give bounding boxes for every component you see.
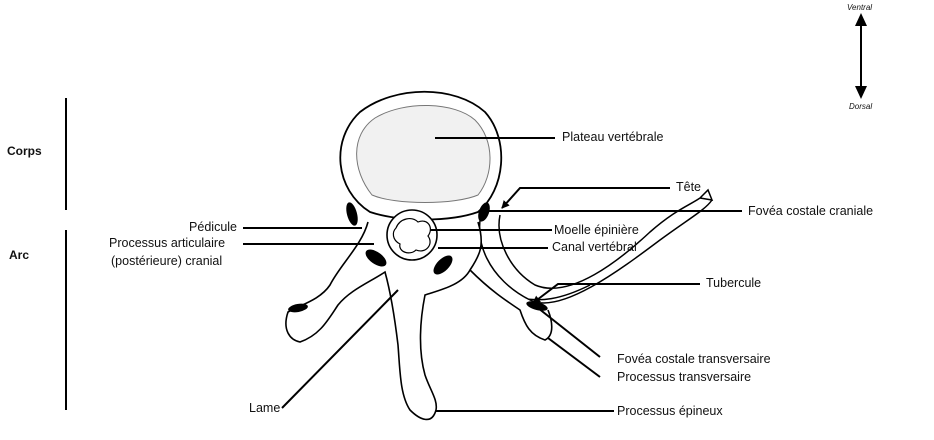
arc-label: Arc <box>9 248 30 262</box>
vertebral-arch <box>285 221 553 421</box>
fovea-transversaire-label: Fovéa costale transversaire <box>617 352 771 366</box>
dorsal-label: Dorsal <box>849 102 873 111</box>
ventral-label: Ventral <box>847 3 873 12</box>
spinal-cord <box>386 209 438 261</box>
articular-facets <box>288 202 548 313</box>
tubercule-label: Tubercule <box>706 276 762 290</box>
lame-label: Lame <box>249 401 281 415</box>
proc-epineux-label: Processus épineux <box>617 404 723 418</box>
pedicule-label: Pédicule <box>189 220 237 234</box>
proc-transversaire-label: Processus transversaire <box>617 370 752 384</box>
corps-label: Corps <box>7 144 42 158</box>
canal-label: Canal vertébral <box>552 240 637 254</box>
moelle-label: Moelle épinière <box>554 223 639 237</box>
orientation-arrow <box>855 13 867 99</box>
proc-articulaire-label-2: (postérieure) cranial <box>111 254 223 268</box>
leader-lines <box>243 137 742 412</box>
fovea-craniale-label: Fovéa costale craniale <box>748 204 874 218</box>
plateau-label: Plateau vertébrale <box>562 130 664 144</box>
vertebral-body <box>339 90 503 221</box>
proc-articulaire-label-1: Processus articulaire <box>109 236 226 250</box>
tete-label: Tête <box>676 180 702 194</box>
